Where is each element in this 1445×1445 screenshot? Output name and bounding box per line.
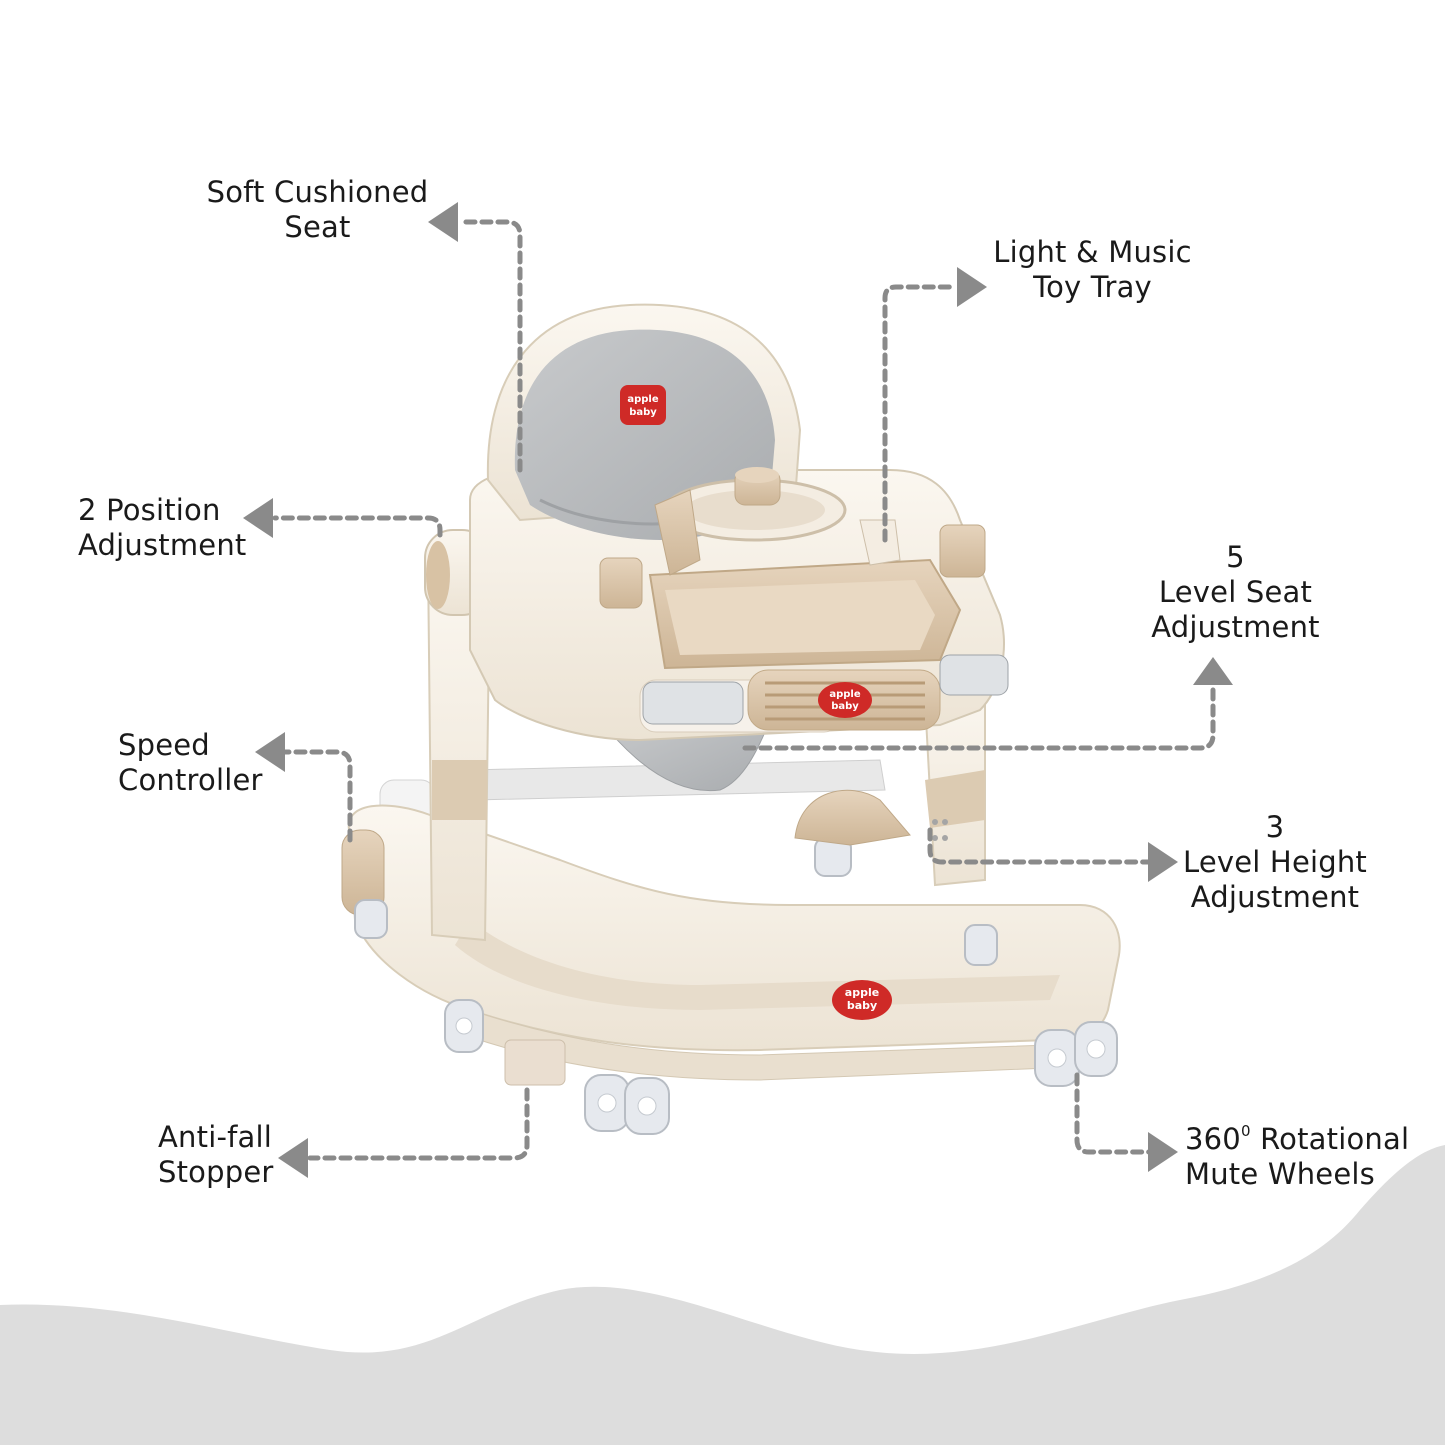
svg-text:apple: apple (627, 394, 658, 405)
degree-number: 360 (1185, 1122, 1241, 1156)
callout-line-light-music-toy-tray (882, 284, 958, 543)
callout-text: Speed (118, 728, 210, 762)
callout-speed-controller: Speed Controller (118, 728, 278, 798)
callout-text: Adjustment (1190, 880, 1360, 914)
callout-text: Mute Wheels (1185, 1157, 1375, 1191)
arrow-up-icon (1193, 657, 1233, 685)
arrow-right-icon (1148, 842, 1178, 882)
callout-text: 3 (1265, 810, 1285, 844)
degree-superscript: 0 (1240, 1122, 1251, 1140)
callout-line-anti-fall-stopper (307, 1087, 530, 1161)
callout-text: Light & Music (993, 235, 1192, 269)
callout-text: Controller (118, 763, 263, 797)
callout-text: Soft Cushioned (206, 175, 429, 209)
callout-text: Adjustment (78, 528, 247, 562)
svg-text:baby: baby (629, 407, 657, 418)
callout-line-two-position-adjustment (272, 515, 443, 538)
baby-walker-product-image: apple baby app (341, 303, 1121, 1135)
callout-text: Seat (284, 210, 351, 244)
svg-text:baby: baby (831, 701, 859, 712)
callout-line-speed-controller (282, 749, 353, 843)
callout-text: Anti-fall (158, 1120, 273, 1154)
callout-two-position-adjustment: 2 Position Adjustment (78, 493, 258, 563)
callout-text: 3600 Rotational (1185, 1122, 1435, 1157)
brand-logo-seat: apple baby (620, 385, 666, 425)
callout-text: 5 (1226, 540, 1245, 574)
arrow-right-icon (957, 267, 987, 307)
svg-text:apple: apple (829, 689, 860, 700)
callout-anti-fall-stopper: Anti-fall Stopper (158, 1120, 298, 1190)
callout-text: 2 Position (78, 493, 221, 527)
arrow-left-icon (255, 732, 285, 772)
callout-text: Toy Tray (1033, 270, 1152, 304)
callout-line-soft-cushioned-seat (457, 219, 523, 473)
callout-text: Stopper (158, 1155, 274, 1189)
callout-line-rotational-mute-wheels (1074, 1072, 1153, 1155)
callout-text: Level Height (1182, 845, 1368, 879)
callout-rotational-mute-wheels: 3600 Rotational Mute Wheels (1185, 1122, 1435, 1192)
callout-line-five-level-seat-adjustment (742, 687, 1216, 751)
callout-text: Adjustment (1151, 610, 1320, 644)
arrow-left-icon (428, 202, 458, 242)
callout-text: Level Seat (1158, 575, 1313, 609)
background-wave (0, 1145, 1445, 1445)
callout-five-level-seat-adjustment: 5 Level Seat Adjustment (1128, 540, 1343, 645)
callout-light-music-toy-tray: Light & Music Toy Tray (980, 235, 1205, 305)
arrow-right-icon (1148, 1132, 1178, 1172)
brand-logo-base: apple baby (832, 980, 892, 1020)
rotational-text: Rotational (1250, 1122, 1410, 1156)
svg-text:baby: baby (847, 999, 877, 1012)
brand-logo-front: apple baby (818, 682, 872, 718)
callout-soft-cushioned-seat: Soft Cushioned Seat (200, 175, 435, 245)
callout-three-level-height-adjustment: 3 Level Height Adjustment (1165, 810, 1385, 915)
svg-text:apple: apple (845, 986, 879, 999)
arrow-left-icon (278, 1138, 308, 1178)
callout-line-three-level-height-adjustment (927, 827, 1153, 865)
arrow-left-icon (243, 498, 273, 538)
